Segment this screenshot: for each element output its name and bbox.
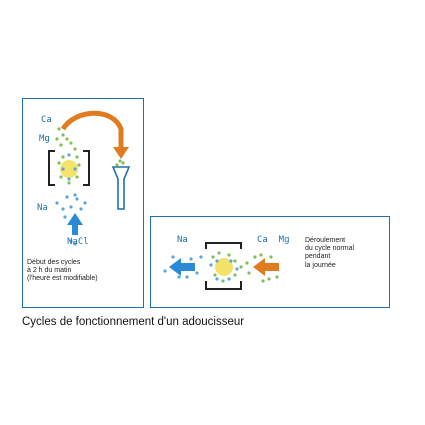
ion-particle [185,275,189,279]
ion-particle [269,255,273,259]
ion-particle [79,207,83,211]
ion-particle [221,279,225,283]
ion-particle [65,195,69,199]
left-text-line: à 2 h du matin [27,267,72,275]
ion-particle [73,147,77,151]
ion-particle [75,175,79,179]
ion-particle [163,269,167,273]
right-description: Déroulement du cycle normal pendant la j… [305,237,354,270]
left-panel-regeneration: Ca Mg Na NaCl Début des cycles à 2 h du … [22,98,144,308]
left-description: Début des cycles à 2 h du matin (l'heure… [27,259,98,284]
ion-particle [67,177,71,181]
ion-particle [195,271,199,275]
ion-particle [199,255,203,259]
ion-particle [75,155,79,159]
ion-particle [235,267,239,271]
blue-left-arrow [169,258,195,276]
label-na: Na [37,203,48,213]
ion-particle [63,215,67,219]
left-text-line: Début des cycles [27,259,81,266]
label-ca-mg: Ca Mg [257,235,290,245]
left-text-line: (l'heure est modifiable) [27,275,98,283]
ion-particles-left [55,127,125,246]
ion-particle [57,161,61,165]
right-text-line: du cycle normal [305,245,355,253]
orange-left-arrow [253,258,279,276]
ion-particle [229,259,233,263]
ion-particle [259,253,263,257]
ion-particle [227,277,231,281]
orange-arrow-head [113,147,129,159]
ion-particle [61,167,65,171]
ion-particle [73,193,77,197]
orange-flow-arrow [60,110,124,149]
ion-particle [213,273,217,277]
ion-particles-right [163,251,279,283]
ion-particle [83,201,87,205]
ion-particle [118,159,122,163]
ion-particle [55,201,59,205]
ion-particle [73,167,77,171]
blue-up-arrow [67,213,83,235]
ion-particle [253,255,257,259]
label-ca: Ca [41,115,52,125]
ion-particle [239,265,243,269]
label-na: Na [177,235,188,245]
ion-particle [261,279,265,283]
right-panel-normal-cycle: Na Ca Mg Déroulement du cycle normal pen… [150,216,390,308]
ion-particle [247,271,251,275]
ion-particle [215,259,219,263]
ion-particle [209,263,213,267]
resin-tank-top-bracket [205,242,242,249]
ion-particle [211,255,215,259]
right-text-line: pendant [305,253,331,261]
ion-particle [69,205,73,209]
ion-particle [77,163,81,167]
ion-particle [59,175,63,179]
right-text-line: la journée [305,261,336,269]
ion-particle [69,239,73,243]
ion-particle [215,277,219,281]
resin-bead [60,160,78,178]
ion-particle [55,137,59,141]
ion-particle [61,133,65,137]
ion-particle [275,275,279,279]
ion-particle [245,261,249,265]
ion-particle [67,181,71,185]
ion-particle [75,197,79,201]
resin-tank-bottom-bracket [205,281,242,290]
ion-particle [217,251,221,255]
right-text-line: Déroulement [305,237,346,244]
resin-tank-left-bracket [48,150,55,186]
ion-particle [59,143,63,147]
ion-particle [267,277,271,281]
figure-caption: Cycles de fonctionnement d'un adoucisseu… [22,316,245,328]
ion-particle [233,273,237,277]
ion-particle [227,253,231,257]
label-mg: Mg [39,134,50,144]
ion-particle [115,163,119,167]
label-nacl: NaCl [67,237,89,247]
regeneration-diagram [48,110,131,246]
resin-tank-right-bracket [83,150,90,186]
resin-bead [215,258,233,276]
ion-particle [73,242,77,246]
ion-particle [69,141,73,145]
ion-particle [65,137,69,141]
ion-particle [171,255,175,259]
ion-particle [61,155,65,159]
ion-particle [121,161,125,165]
ion-particle [233,259,237,263]
ion-particle [61,207,65,211]
ion-particle [177,275,181,279]
drain-funnel [111,166,131,210]
normal-cycle-diagram [163,242,279,290]
ion-particle [57,127,61,131]
ion-particle [189,257,193,261]
ion-particle [67,153,71,157]
